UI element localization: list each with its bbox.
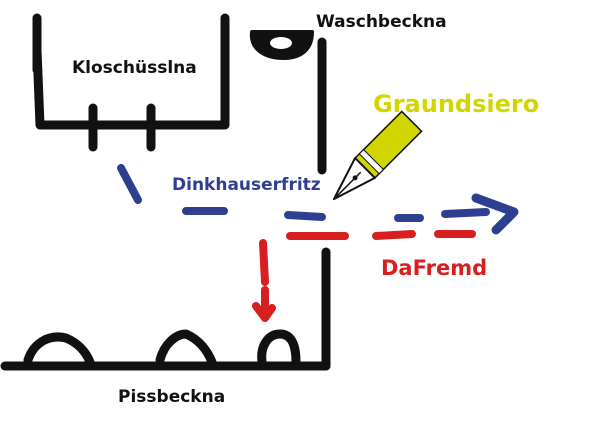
red-path bbox=[252, 230, 476, 322]
toilet-stall-frame bbox=[32, 13, 230, 130]
walls bbox=[0, 13, 331, 371]
urinal-2 bbox=[155, 329, 217, 367]
kloschuessel-label: Kloschüsslna bbox=[72, 58, 197, 78]
blue-path bbox=[117, 164, 490, 222]
arrow-right-icon bbox=[471, 193, 519, 235]
waschbecken-label: Waschbeckna bbox=[316, 12, 447, 32]
sink-icon bbox=[249, 30, 314, 60]
urinal-1 bbox=[23, 332, 95, 367]
fountain-pen-icon bbox=[332, 110, 423, 201]
dafremd-label: DaFremd bbox=[381, 256, 487, 280]
pissbecken-label: Pissbeckna bbox=[118, 387, 225, 407]
dinkhauserfritz-label: Dinkhauserfritz bbox=[172, 175, 321, 195]
urinal-3 bbox=[257, 329, 301, 367]
graundsiero-label: Graundsiero bbox=[373, 90, 539, 118]
